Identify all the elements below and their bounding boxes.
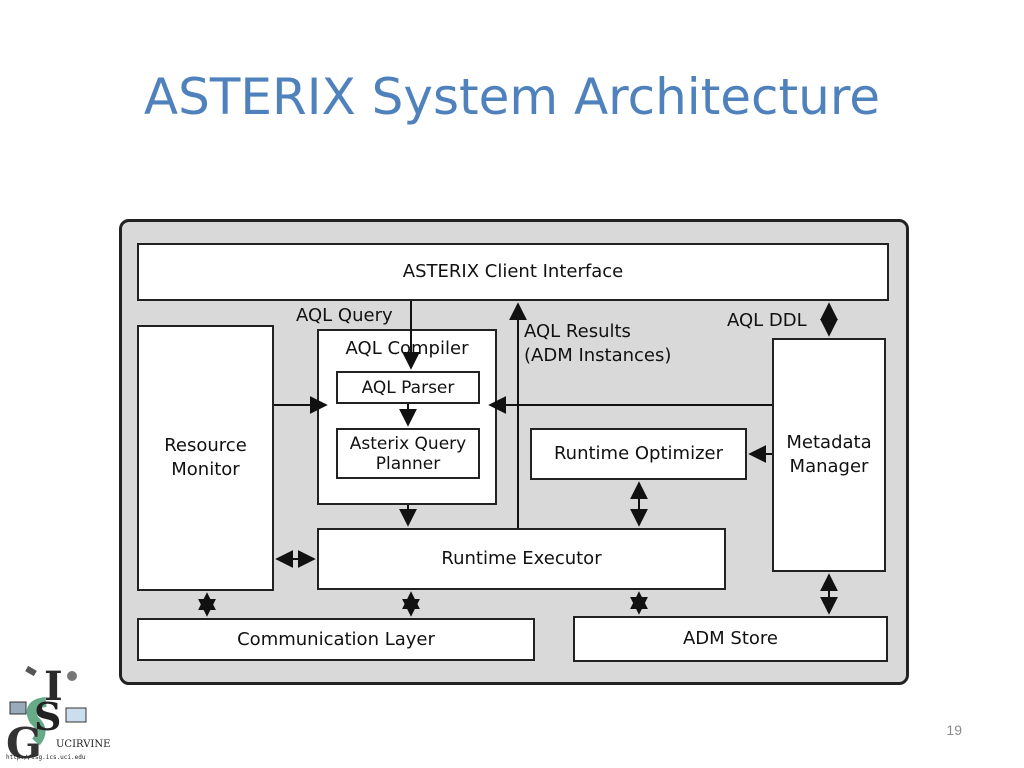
aql-query-label: AQL Query: [296, 305, 393, 326]
logo-url: http://isg.ics.uci.edu: [6, 754, 86, 761]
isg-logo-icon: I S G: [6, 663, 87, 766]
runtime-executor-label: Runtime Executor: [441, 548, 602, 569]
metadata-manager-label: Metadata Manager: [786, 432, 872, 477]
svg-text:I: I: [44, 663, 63, 710]
query-planner-label: Asterix Query Planner: [349, 433, 467, 474]
communication-layer-box: Communication Layer: [137, 618, 535, 661]
aql-parser-box: AQL Parser: [336, 371, 480, 404]
svg-text:G: G: [6, 719, 42, 766]
metadata-manager-box: Metadata Manager: [772, 338, 886, 572]
communication-layer-label: Communication Layer: [237, 628, 435, 650]
adm-store-label: ADM Store: [682, 628, 778, 649]
client-interface-box: ASTERIX Client Interface: [137, 243, 889, 301]
adm-store-box: ADM Store: [573, 616, 888, 662]
svg-text:S: S: [34, 694, 61, 739]
page-number: 19: [946, 722, 962, 738]
runtime-executor-box: Runtime Executor: [317, 528, 726, 590]
runtime-optimizer-label: Runtime Optimizer: [553, 443, 723, 464]
aql-compiler-label: AQL Compiler: [345, 338, 469, 359]
slide-title: ASTERIX System Architecture: [143, 68, 881, 126]
logo-text: UCIRVINE: [56, 739, 111, 750]
aql-ddl-label: AQL DDL: [727, 310, 807, 331]
client-interface-label: ASTERIX Client Interface: [402, 261, 624, 282]
resource-monitor-box: Resource Monitor: [137, 325, 274, 591]
resource-monitor-label: Resource Monitor: [164, 435, 247, 480]
query-planner-box: Asterix Query Planner: [336, 428, 480, 479]
runtime-optimizer-box: Runtime Optimizer: [530, 428, 747, 480]
aql-parser-label: AQL Parser: [361, 377, 455, 398]
aql-results-label: AQL Results (ADM Instances): [524, 321, 672, 366]
